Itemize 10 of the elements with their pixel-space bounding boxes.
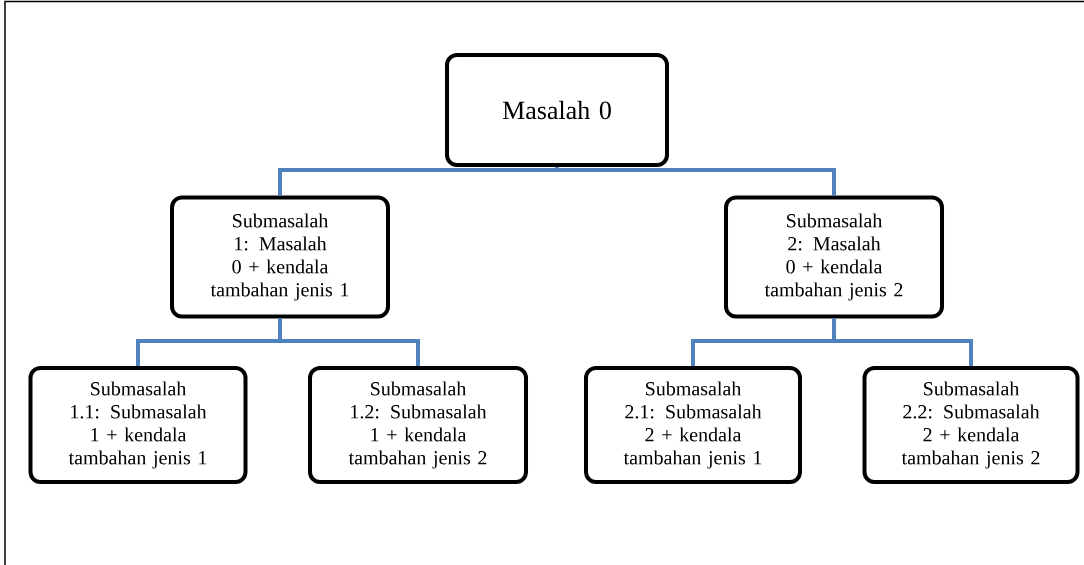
node-box: Masalah 0 — [445, 53, 669, 167]
connector-line — [832, 318, 973, 366]
node-box: Submasalah 2: Masalah 0 + kendala tambahan jenis 2 — [724, 195, 944, 319]
connector-line — [278, 318, 420, 366]
connector-line — [555, 166, 836, 196]
node-box: Submasalah 1.2: Submasalah 1 + kendala tambahan jenis 2 — [308, 366, 528, 484]
node-box: Submasalah 1.1: Submasalah 1 + kendala tambahan jenis 1 — [28, 366, 248, 484]
node-box: Submasalah 2.1: Submasalah 2 + kendala tambahan jenis 1 — [584, 366, 802, 484]
node-box: Submasalah 1: Masalah 0 + kendala tambahan jenis 1 — [170, 195, 390, 319]
node-box: Submasalah 2.2: Submasalah 2 + kendala tambahan jenis 2 — [862, 366, 1080, 484]
